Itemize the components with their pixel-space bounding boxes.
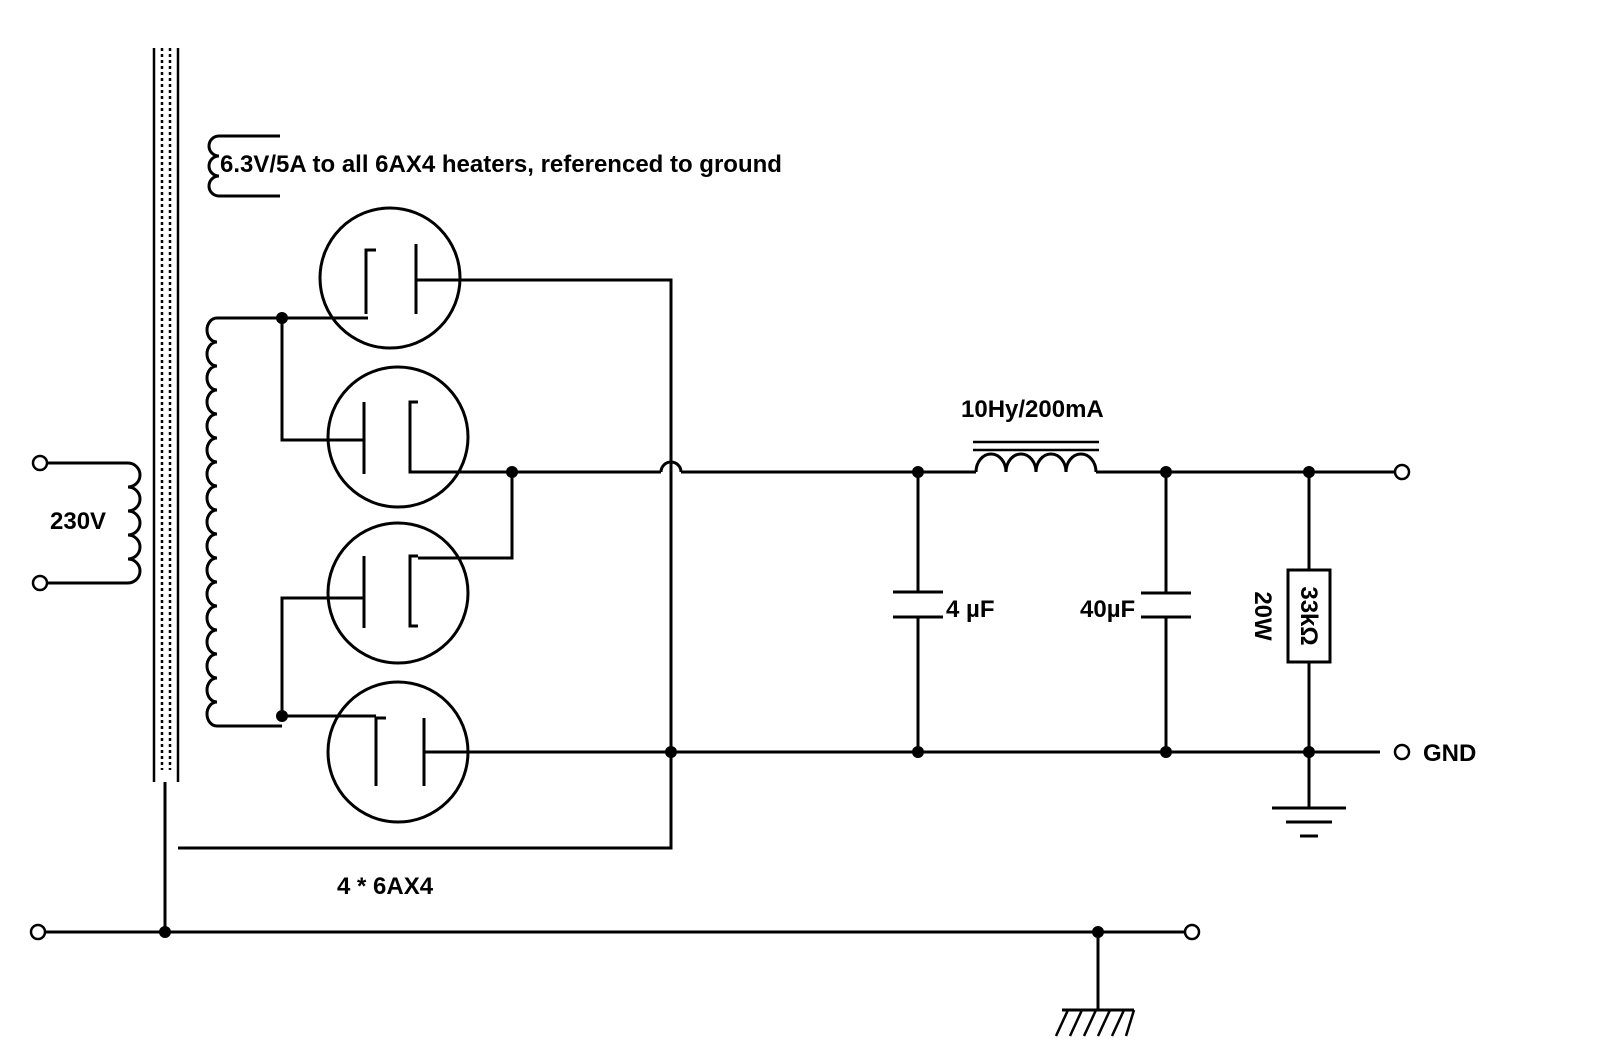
earth-bus (38, 782, 1192, 1010)
chassis-ground-symbol (1054, 1008, 1136, 1037)
ground-symbol (1272, 752, 1346, 838)
hv-secondary-winding (205, 316, 282, 728)
primary-winding (40, 461, 142, 585)
choke (918, 440, 1402, 474)
output-terminal-positive[interactable] (1393, 463, 1411, 481)
capacitor-1-label: 4 µF (946, 596, 995, 623)
mains-terminal-top[interactable] (31, 454, 49, 472)
junction-dots (159, 312, 1315, 938)
earth-terminal-right[interactable] (1183, 923, 1201, 941)
heater-label: 6.3V/5A to all 6AX4 heaters, referenced … (220, 151, 782, 178)
tube-3 (326, 521, 470, 665)
mains-voltage-label: 230V (50, 508, 106, 535)
tube-2 (326, 365, 470, 509)
output-terminal-gnd[interactable] (1393, 743, 1411, 761)
capacitor-4uf (893, 472, 943, 752)
bleeder-resistor (1286, 472, 1332, 752)
heater-winding (207, 134, 280, 198)
tube-1 (318, 206, 462, 350)
transformer-core (152, 48, 180, 782)
capacitor-40uf (1141, 472, 1191, 752)
resistor-power-label: 20W (1249, 591, 1276, 641)
choke-label: 10Hy/200mA (961, 396, 1104, 423)
resistor-value-label: 33kΩ (1295, 586, 1322, 645)
capacitor-2-label: 40µF (1080, 596, 1135, 623)
mains-terminal-bottom[interactable] (31, 574, 49, 592)
bridge-wiring (178, 278, 1380, 850)
tubes-label: 4 * 6AX4 (337, 873, 434, 900)
gnd-label: GND (1423, 740, 1476, 767)
earth-terminal-left[interactable] (29, 923, 47, 941)
